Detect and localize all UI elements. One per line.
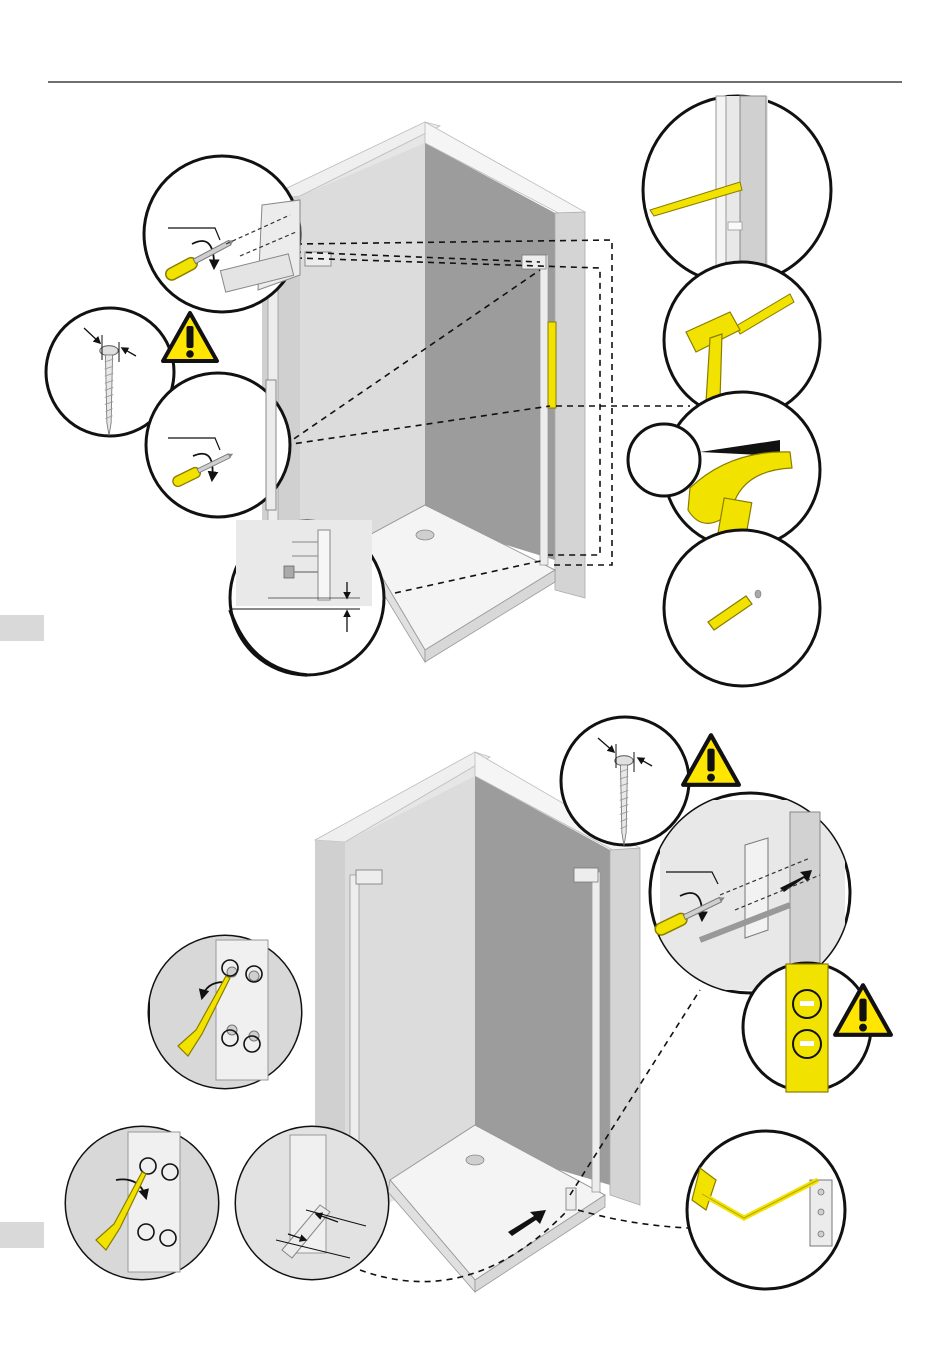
callout-screw-clearance-bottom xyxy=(561,717,689,846)
callout-screw-bottom-holes xyxy=(66,1127,218,1279)
warning-triangle-icon xyxy=(683,735,739,785)
callout-insert-plug xyxy=(664,530,820,686)
callout-screw-bracket xyxy=(144,156,300,312)
warning-triangle-icon xyxy=(163,313,217,361)
callout-gap-measurement xyxy=(230,520,384,675)
callout-drill xyxy=(628,392,820,548)
callout-screw-top-holes xyxy=(149,936,302,1088)
callout-profile-gap xyxy=(236,1127,388,1279)
side-tab-top xyxy=(0,615,44,641)
side-tab-bottom xyxy=(0,1222,44,1248)
callout-hinge-adjust xyxy=(687,1131,845,1289)
callout-profile-mark xyxy=(643,96,831,286)
callout-screw-profile xyxy=(146,373,290,517)
